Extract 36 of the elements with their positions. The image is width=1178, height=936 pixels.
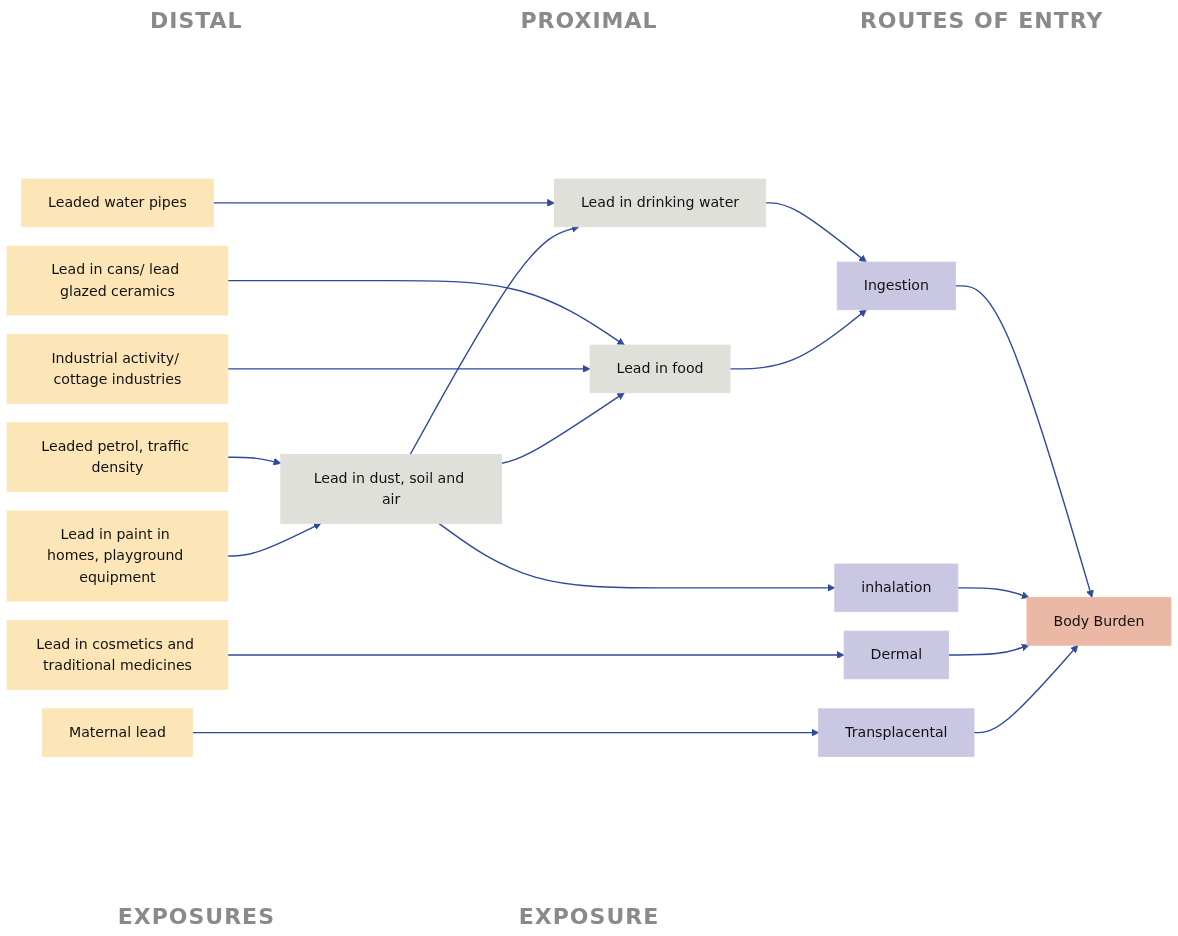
node-box: Dermal [843,630,949,680]
node-box: Lead in drinking water [554,178,767,228]
node-box: Industrial activity/ cottage industries [6,334,229,404]
node-box: Lead in cosmetics and traditional medicines [6,620,229,691]
node-box: Lead in cans/ lead glazed ceramics [6,245,229,316]
column-heading: EXPOSURES [117,903,275,929]
arrow [764,202,867,263]
node-box: Lead in dust, soil and air [280,454,502,525]
node-box: Leaded petrol, traffic density [6,422,229,493]
arrow [500,392,625,465]
arrow [729,309,867,370]
node-box: Ingestion [836,261,956,311]
node-box: Leaded water pipes [21,178,214,228]
column-heading: ROUTES OF ENTRY [859,7,1104,33]
node-box: Lead in paint in homes, playground equipment [6,510,229,602]
arrow [957,587,1030,600]
arrow [227,365,591,373]
node-box: Body Burden [1026,597,1172,646]
arrow [212,199,555,207]
arrow [227,523,322,557]
node-box: inhalation [834,563,959,613]
node-box: Lead in food [589,344,731,394]
column-heading: DISTAL [150,7,243,33]
node-box: Maternal lead [42,708,193,758]
column-heading: EXPOSURE [518,903,660,929]
arrow [973,645,1079,734]
arrow [409,225,580,456]
arrow [227,280,625,346]
arrow [438,522,836,592]
arrow [947,644,1030,656]
arrow [191,729,819,737]
arrow [227,456,282,466]
arrow [227,651,845,660]
node-box: Transplacental [818,708,975,758]
arrow [954,285,1094,599]
column-heading: PROXIMAL [520,7,658,33]
